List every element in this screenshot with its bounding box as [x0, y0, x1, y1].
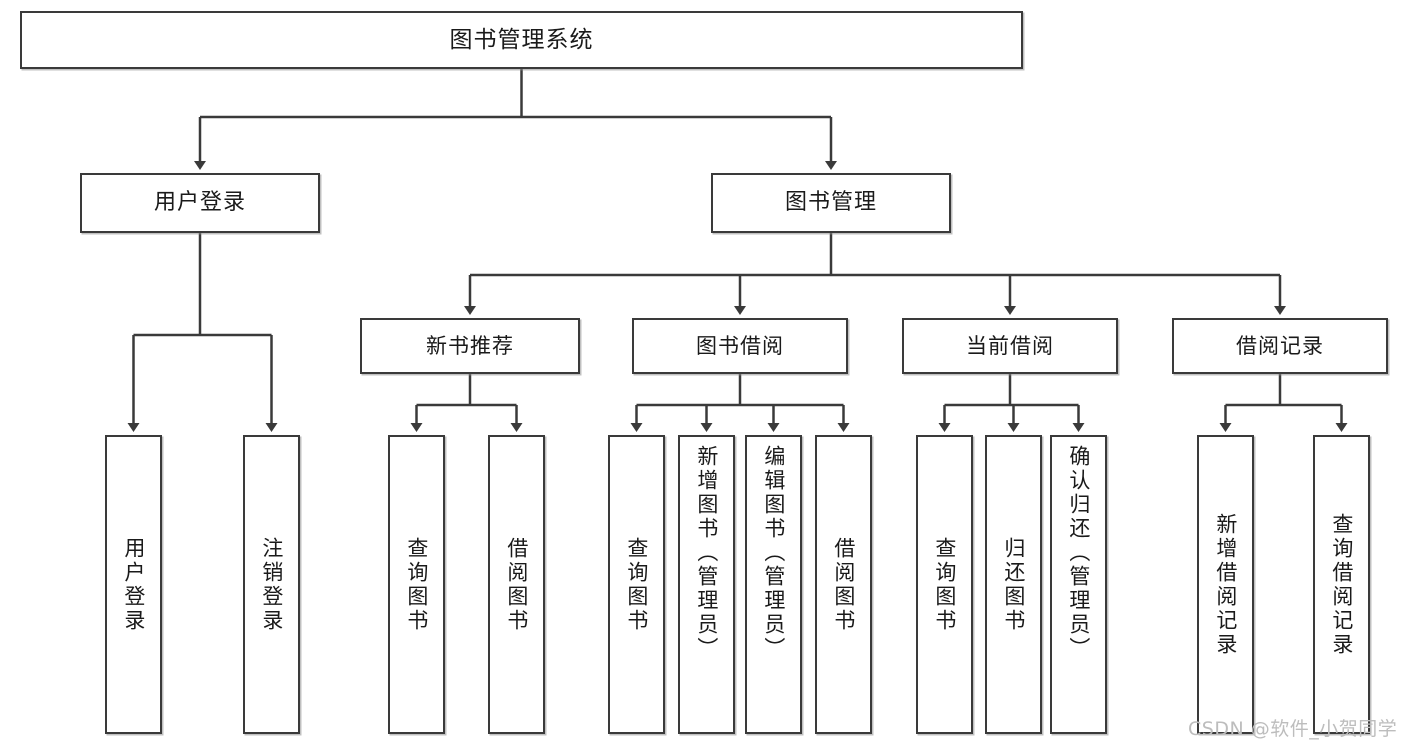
node-book-manage[interactable]: 图书管理: [711, 173, 951, 233]
node-label: 新书推荐: [426, 333, 514, 358]
node-label: 图书管理: [784, 190, 877, 216]
node-label: 查询图书: [404, 536, 429, 633]
node-label: 用户登录: [153, 190, 246, 216]
node-label: 借阅记录: [1236, 333, 1324, 358]
node-user-login[interactable]: 用户登录: [80, 173, 320, 233]
watermark: CSDN @软件_小贺同学: [1188, 718, 1398, 740]
node-leaf-cb-query[interactable]: 查询图书: [916, 435, 973, 734]
node-leaf-rec-query[interactable]: 查询图书: [388, 435, 445, 734]
node-label: 确认归还（管理员）: [1066, 445, 1091, 661]
node-label: 用户登录: [121, 536, 146, 633]
node-label: 图书借阅: [696, 333, 784, 358]
node-leaf-rec-borrow[interactable]: 借阅图书: [488, 435, 545, 734]
node-label: 查询图书: [624, 536, 649, 633]
node-book-borrow[interactable]: 图书借阅: [632, 318, 848, 374]
node-leaf-cb-confirm[interactable]: 确认归还（管理员）: [1050, 435, 1107, 734]
node-root[interactable]: 图书管理系统: [20, 11, 1023, 69]
node-leaf-user-logout[interactable]: 注销登录: [243, 435, 300, 734]
node-current-borrow[interactable]: 当前借阅: [902, 318, 1118, 374]
node-leaf-br-query[interactable]: 查询借阅记录: [1313, 435, 1370, 734]
node-label: 编辑图书（管理员）: [761, 445, 786, 661]
node-label: 图书管理系统: [449, 26, 594, 53]
node-label: 注销登录: [259, 536, 284, 633]
node-leaf-user-login[interactable]: 用户登录: [105, 435, 162, 734]
node-borrow-record[interactable]: 借阅记录: [1172, 318, 1388, 374]
node-leaf-bb-query[interactable]: 查询图书: [608, 435, 665, 734]
node-label: 借阅图书: [504, 536, 529, 633]
node-label: 归还图书: [1001, 536, 1026, 633]
node-label: 新增借阅记录: [1213, 512, 1238, 657]
edge-group: [127, 69, 1348, 432]
node-leaf-bb-add[interactable]: 新增图书（管理员）: [678, 435, 735, 734]
node-label: 查询借阅记录: [1329, 512, 1354, 657]
node-leaf-br-add[interactable]: 新增借阅记录: [1197, 435, 1254, 734]
node-new-book-rec[interactable]: 新书推荐: [360, 318, 580, 374]
node-label: 借阅图书: [831, 536, 856, 633]
node-label: 查询图书: [932, 536, 957, 633]
node-leaf-bb-edit[interactable]: 编辑图书（管理员）: [745, 435, 802, 734]
node-leaf-cb-return[interactable]: 归还图书: [985, 435, 1042, 734]
node-leaf-bb-borrow[interactable]: 借阅图书: [815, 435, 872, 734]
node-label: 当前借阅: [966, 333, 1054, 358]
node-label: 新增图书（管理员）: [694, 445, 719, 661]
